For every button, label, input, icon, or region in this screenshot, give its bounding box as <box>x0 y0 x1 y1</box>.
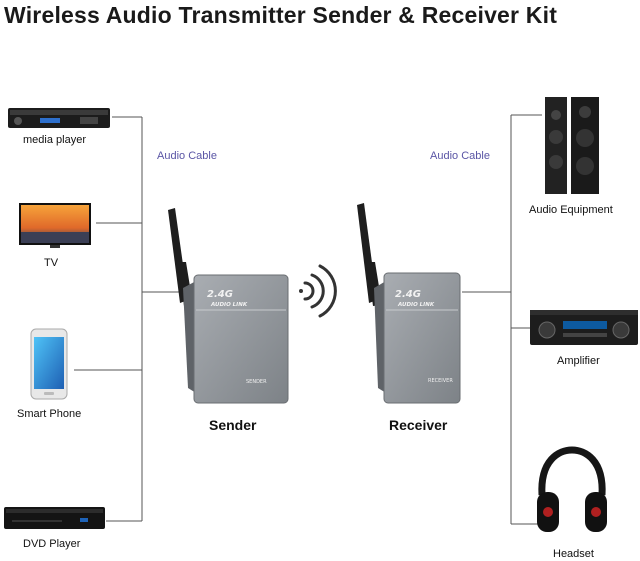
receiver-badge: 2.4G <box>395 289 421 300</box>
headphones-icon <box>537 446 607 532</box>
label-dvd-player: DVD Player <box>23 538 81 550</box>
left-bracket-lines <box>74 116 186 522</box>
dvd-player-icon <box>4 507 105 529</box>
sender-tag: SENDER <box>246 379 267 385</box>
label-smart-phone: Smart Phone <box>17 408 82 420</box>
right-bracket-lines <box>462 114 542 525</box>
tv-icon <box>19 203 91 248</box>
receiver-tag: RECEIVER <box>428 378 453 384</box>
label-headset: Headset <box>553 548 594 560</box>
sender-device: 2.4G AUDIO LINK SENDER <box>168 208 289 404</box>
receiver-label: Receiver <box>389 417 448 433</box>
wireless-signal-icon <box>299 264 337 318</box>
amplifier-icon <box>530 310 638 345</box>
receiver-device: 2.4G AUDIO LINK RECEIVER <box>357 203 461 404</box>
sender-subbadge: AUDIO LINK <box>210 302 248 308</box>
smartphone-icon <box>30 328 68 400</box>
sender-badge: 2.4G <box>207 289 233 300</box>
page-title: Wireless Audio Transmitter Sender & Rece… <box>4 2 558 28</box>
label-amplifier: Amplifier <box>557 355 600 367</box>
cable-label-left: Audio Cable <box>157 150 217 162</box>
label-tv: TV <box>44 257 59 269</box>
cable-label-right: Audio Cable <box>430 150 490 162</box>
receiver-subbadge: AUDIO LINK <box>397 302 435 308</box>
label-audio-equipment: Audio Equipment <box>529 204 613 216</box>
sender-label: Sender <box>209 417 257 433</box>
speaker-icon <box>545 97 599 194</box>
label-media-player: media player <box>23 134 86 146</box>
media-player-icon <box>8 108 110 128</box>
